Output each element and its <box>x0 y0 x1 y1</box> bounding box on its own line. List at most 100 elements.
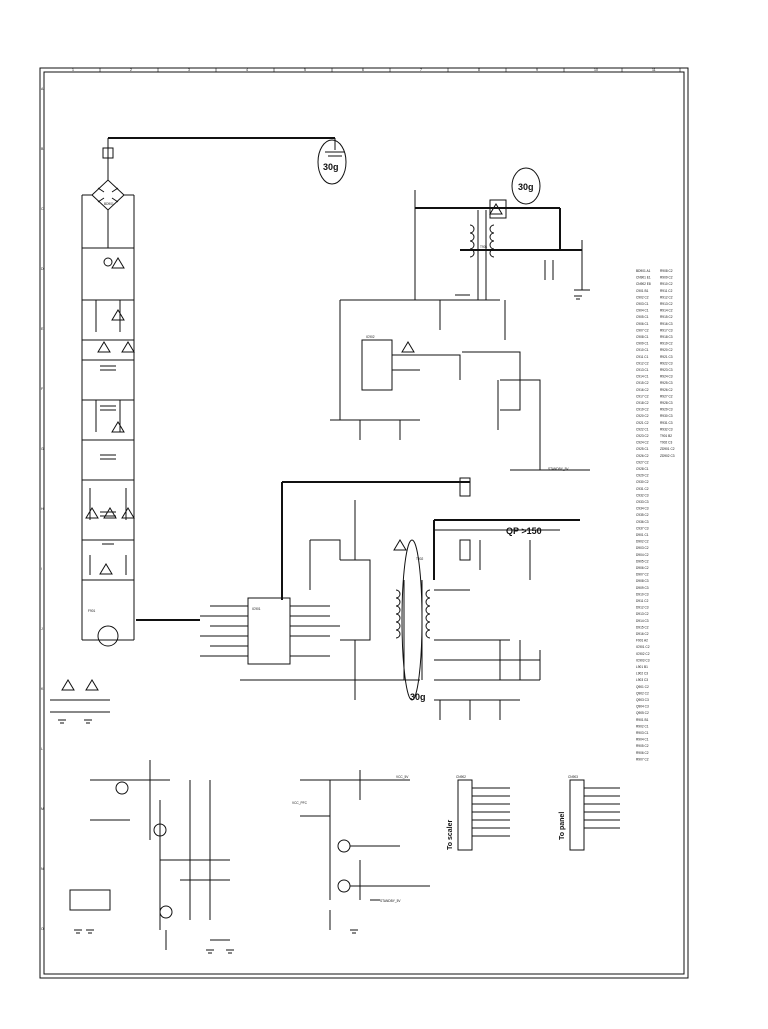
parts-table-entry: IC903 C3 <box>636 658 650 662</box>
parts-table-entry: R911 C2 <box>660 289 673 293</box>
parts-table-entry: C919 C2 <box>636 408 649 412</box>
parts-table-entry: C935 C2 <box>636 513 649 517</box>
parts-table-entry: C904 C1 <box>636 309 649 313</box>
parts-table-entry: R912 C2 <box>660 295 673 299</box>
parts-table-entry: C932 C3 <box>636 493 649 497</box>
ground-30g-label-a: 30g <box>323 162 339 172</box>
parts-table-entry: R921 C3 <box>660 355 673 359</box>
parts-table-entry: C933 C3 <box>636 500 649 504</box>
main-ic-label: IC901 <box>252 607 261 611</box>
parts-table-entry: C901 B1 <box>636 289 649 293</box>
parts-table-entry: R907 C2 <box>636 757 649 761</box>
frame-col-mark: 11 <box>652 68 656 72</box>
parts-table-entry: C906 C1 <box>636 322 649 326</box>
frame-row-mark: M <box>41 807 44 811</box>
frame-row-mark: G <box>41 447 44 451</box>
frame-col-mark: 1 <box>72 68 74 72</box>
parts-table-entry: D902 C2 <box>636 540 649 544</box>
parts-table-entry: C934 C3 <box>636 507 649 511</box>
parts-table-entry: R917 C3 <box>660 328 673 332</box>
parts-table-entry: D903 C2 <box>636 546 649 550</box>
vcc-pfc-label: VCC_PFC <box>292 801 308 805</box>
outer-frame <box>39 67 689 979</box>
transformer-aux-label: T902 <box>416 557 423 561</box>
parts-table-entry: C905 C1 <box>636 315 649 319</box>
parts-table-entry: C913 C1 <box>636 368 649 372</box>
warning-triangles <box>61 203 503 691</box>
frame-row-mark: E <box>41 327 44 331</box>
parts-table-entry: C907 C2 <box>636 328 649 332</box>
parts-table-entry: R930 C3 <box>660 414 673 418</box>
parts-table-entry: R904 C1 <box>636 738 649 742</box>
parts-table-entry: L901 B1 <box>636 665 648 669</box>
parts-table-entry: R902 C1 <box>636 724 649 728</box>
parts-table-entry: D916 C2 <box>636 632 649 636</box>
parts-table-entry: D909 C3 <box>636 586 649 590</box>
frame-col-mark: 5 <box>304 68 306 72</box>
frame-row-mark: O <box>41 927 44 931</box>
parts-table-entry: C921 C2 <box>636 421 649 425</box>
parts-table-entry: R908 C2 <box>660 269 673 273</box>
parts-table-entry: R931 C3 <box>660 421 673 425</box>
bridge-label: BD901 <box>104 202 114 206</box>
parts-table-entry: D913 C2 <box>636 612 649 616</box>
parts-table-entry: D914 C3 <box>636 619 649 623</box>
frame-row-mark: H <box>41 507 44 511</box>
frame-row-mark: N <box>41 867 44 871</box>
parts-table-entry: C908 C1 <box>636 335 649 339</box>
frame-col-mark: 8 <box>478 68 480 72</box>
transformer-main-label: T901 <box>480 245 487 249</box>
connector-panel-label: CN903 <box>568 775 578 779</box>
parts-table-entry: D915 C2 <box>636 625 649 629</box>
parts-table-entry: C911 C1 <box>636 355 649 359</box>
parts-table-entry: L903 C3 <box>636 678 648 682</box>
to-panel-label: To panel <box>559 812 566 840</box>
parts-table-entry: C920 C2 <box>636 414 649 418</box>
aux-ic-label: IC902 <box>366 335 375 339</box>
parts-table-entry: R922 C3 <box>660 361 673 365</box>
parts-table-entry: C909 C1 <box>636 342 649 346</box>
parts-table-entry: C923 C2 <box>636 434 649 438</box>
parts-table-entry: CN901 E1 <box>636 276 651 280</box>
frame-col-mark: 10 <box>594 68 598 72</box>
parts-table-entry: R925 C3 <box>660 381 673 385</box>
fuse-label: F901 <box>88 609 95 613</box>
opto-5v-section <box>300 770 430 930</box>
parts-table-entry: R927 C2 <box>660 394 673 398</box>
parts-table-entry: R906 C2 <box>636 751 649 755</box>
parts-table-entry: D905 C2 <box>636 559 649 563</box>
parts-table-entry: C925 C1 <box>636 447 649 451</box>
frame-col-mark: 3 <box>188 68 190 72</box>
parts-table-entry: IC902 C2 <box>636 652 650 656</box>
parts-table-entry: Q903 C3 <box>636 698 649 702</box>
parts-table-entry: C927 C2 <box>636 460 649 464</box>
parts-table-entry: Q902 C2 <box>636 691 649 695</box>
frame-col-mark: 9 <box>536 68 538 72</box>
standby-5v-label-a: STANDBY_5V <box>548 467 569 471</box>
parts-table-entry: C902 C2 <box>636 295 649 299</box>
parts-table-entry: L902 C3 <box>636 672 648 676</box>
standby-supply-section <box>330 190 590 497</box>
parts-table-entry: R920 C2 <box>660 348 673 352</box>
connector-scaler-label: CN902 <box>456 775 466 779</box>
frame-row-mark: B <box>41 147 44 151</box>
parts-table-entry: ZD902 C3 <box>660 454 675 458</box>
parts-table-entry: C903 C1 <box>636 302 649 306</box>
control-section <box>69 760 230 950</box>
parts-table-entry: R918 C3 <box>660 335 673 339</box>
inner-frame <box>43 71 685 975</box>
parts-table-entry: Q901 C2 <box>636 685 649 689</box>
frame-row-mark: I <box>41 567 42 571</box>
parts-table-entry: F901 A2 <box>636 639 648 643</box>
parts-table-entry: C912 C2 <box>636 361 649 365</box>
parts-table-entry: C924 C2 <box>636 441 649 445</box>
parts-table-entry: R914 C2 <box>660 309 673 313</box>
parts-table-entry: T901 B2 <box>660 434 672 438</box>
connector-blocks <box>457 779 620 851</box>
frame-col-mark: 2 <box>130 68 132 72</box>
qp-label: QP >150 <box>506 526 542 536</box>
parts-table-entry: R909 C2 <box>660 276 673 280</box>
parts-table-entry: D904 C2 <box>636 553 649 557</box>
parts-table-entry: C915 C2 <box>636 381 649 385</box>
